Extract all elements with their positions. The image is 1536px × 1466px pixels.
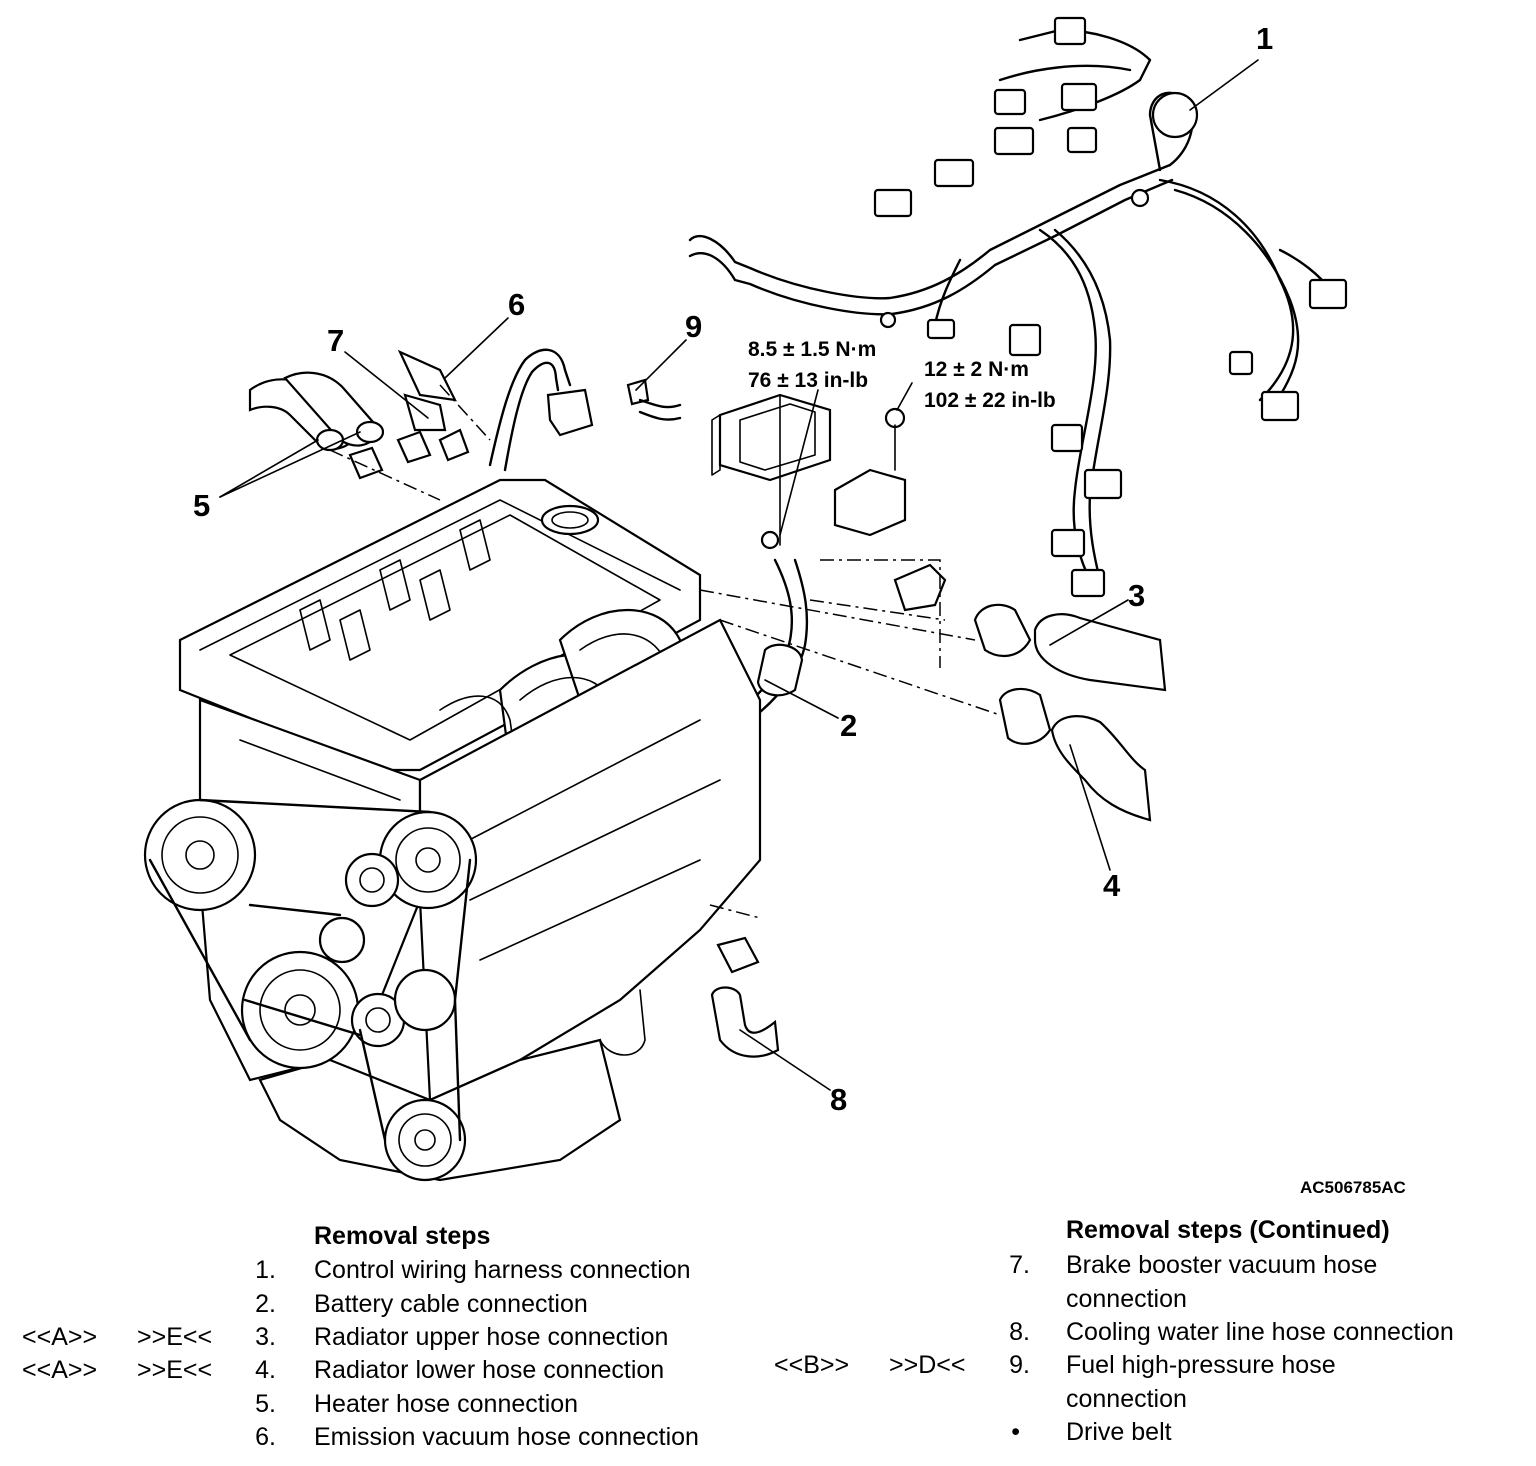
torque-specs: 8.5 ± 1.5 N·m 76 ± 13 in-lb 12 ± 2 N·m 1… xyxy=(748,338,1056,412)
callout-6: 6 xyxy=(508,287,525,322)
item-text: Radiator upper hose connection xyxy=(314,1323,669,1351)
item-text: Cooling water line hose connection xyxy=(1066,1318,1454,1346)
left-list-item-6: 6. Emission vacuum hose connection xyxy=(0,1422,760,1452)
right-list-item-7: 7. Brake booster vacuum hose connection xyxy=(760,1250,1530,1314)
item-text: Control wiring harness connection xyxy=(314,1256,691,1284)
torque-left-inlb: 76 ± 13 in-lb xyxy=(748,369,868,392)
left-list-heading: Removal steps xyxy=(314,1222,491,1250)
right-list-item-8: 8. Cooling water line hose connection xyxy=(760,1317,1530,1347)
item-number: 1. xyxy=(255,1256,276,1284)
left-list-item-3: <<A>> >>E<< 3. Radiator upper hose conne… xyxy=(0,1322,760,1352)
item-text: Emission vacuum hose connection xyxy=(314,1423,699,1451)
callout-3: 3 xyxy=(1128,578,1145,613)
left-list-item-2: 2. Battery cable connection xyxy=(0,1289,760,1319)
right-list-heading: Removal steps (Continued) xyxy=(1066,1216,1390,1244)
item-number: 4. xyxy=(255,1356,276,1384)
control-wiring-harness xyxy=(688,16,1348,598)
callout-2: 2 xyxy=(840,708,857,743)
callout-4: 4 xyxy=(1103,868,1121,903)
callout-9: 9 xyxy=(685,309,702,344)
item-text: Drive belt xyxy=(1066,1418,1172,1446)
callout-8: 8 xyxy=(830,1082,847,1117)
torque-right-inlb: 102 ± 22 in-lb xyxy=(924,389,1056,412)
item-number: 5. xyxy=(255,1390,276,1418)
item-number: 9. xyxy=(1009,1351,1030,1379)
item-number: 2. xyxy=(255,1290,276,1318)
procedure-ref-d: >>D<< xyxy=(889,1351,966,1379)
item-number: 8. xyxy=(1009,1318,1030,1346)
callout-labels: 1 2 3 4 5 6 7 8 9 xyxy=(193,21,1273,1117)
item-text-line-1: Brake booster vacuum hose xyxy=(1066,1251,1378,1279)
engine-removal-diagram: 1 2 3 4 5 6 7 8 9 8.5 ± 1.5 N·m 76 ± 13 … xyxy=(143,16,1406,1197)
item-number: 3. xyxy=(255,1323,276,1351)
procedure-ref-e: >>E<< xyxy=(137,1323,213,1351)
item-text-line-2: connection xyxy=(1066,1385,1187,1413)
left-list-item-1: 1. Control wiring harness connection xyxy=(0,1255,760,1285)
item-number: 6. xyxy=(255,1423,276,1451)
engine-block xyxy=(143,478,780,1182)
callout-5: 5 xyxy=(193,488,210,523)
leader-lines xyxy=(219,59,1259,1091)
item-text: Battery cable connection xyxy=(314,1290,588,1318)
callout-1: 1 xyxy=(1256,21,1273,56)
radiator-hoses xyxy=(699,589,1167,822)
item-number: 7. xyxy=(1009,1251,1030,1279)
procedure-ref-e: >>E<< xyxy=(137,1356,213,1384)
right-list-item-bullet: • Drive belt xyxy=(760,1417,1530,1447)
left-list-item-5: 5. Heater hose connection xyxy=(0,1389,760,1419)
procedure-ref-a: <<A>> xyxy=(22,1323,98,1351)
callout-7: 7 xyxy=(327,323,344,358)
item-text: Radiator lower hose connection xyxy=(314,1356,665,1384)
procedure-ref-a: <<A>> xyxy=(22,1356,98,1384)
torque-left-nm: 8.5 ± 1.5 N·m xyxy=(748,338,876,361)
bullet-icon: • xyxy=(1011,1418,1020,1446)
heater-vacuum-hoses xyxy=(248,348,682,501)
right-list-item-9: <<B>> >>D<< 9. Fuel high-pressure hose c… xyxy=(760,1350,1530,1414)
item-text-line-1: Fuel high-pressure hose xyxy=(1066,1351,1336,1379)
procedure-ref-b: <<B>> xyxy=(774,1351,850,1379)
figure-id: AC506785AC xyxy=(1300,1178,1406,1197)
item-text-line-2: connection xyxy=(1066,1285,1187,1313)
left-list-item-4: <<A>> >>E<< 4. Radiator lower hose conne… xyxy=(0,1355,760,1385)
item-text: Heater hose connection xyxy=(314,1390,579,1418)
torque-right-nm: 12 ± 2 N·m xyxy=(924,358,1029,381)
